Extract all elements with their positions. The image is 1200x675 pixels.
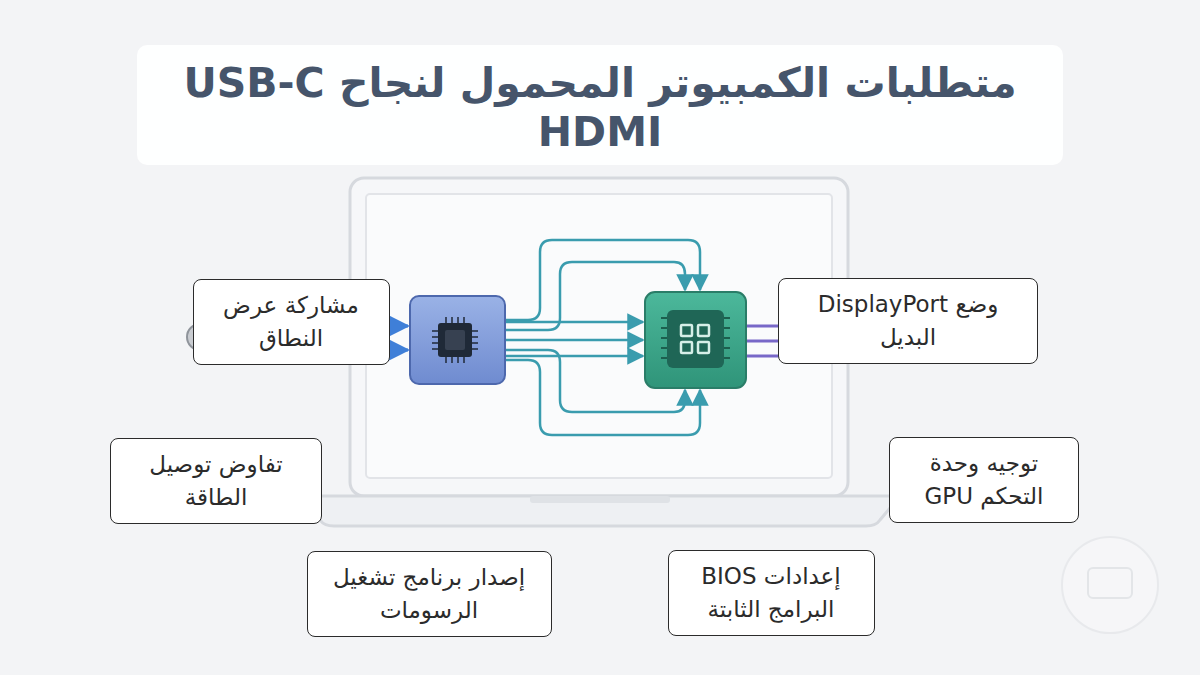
watermark [1062, 537, 1158, 633]
requirement-box: إعدادات BIOS البرامج الثابتة [668, 550, 875, 637]
laptop-lid [350, 178, 848, 496]
requirement-box: إصدار برنامج تشغيل الرسومات [307, 551, 552, 638]
gpu-controller-chip [645, 292, 746, 388]
laptop-screen [366, 194, 832, 478]
title-panel: متطلبات الكمبيوتر المحمول لنجاح USB-C HD… [137, 45, 1063, 165]
output-lines [746, 326, 780, 356]
title: متطلبات الكمبيوتر المحمول لنجاح USB-C HD… [157, 59, 1043, 157]
requirement-box: مشاركة عرض النطاق [193, 279, 390, 366]
requirement-label: إعدادات BIOS البرامج الثابتة [681, 560, 862, 627]
requirement-label: مشاركة عرض النطاق [206, 289, 377, 356]
requirement-box: توجيه وحدة التحكم GPU [889, 437, 1079, 524]
requirement-label: إصدار برنامج تشغيل الرسومات [320, 561, 539, 628]
laptop-notch [530, 496, 670, 503]
requirement-label: توجيه وحدة التحكم GPU [902, 447, 1066, 514]
requirement-box: تفاوض توصيل الطاقة [110, 438, 322, 525]
laptop-base [300, 496, 900, 526]
input-arrow [388, 325, 408, 328]
requirement-label: تفاوض توصيل الطاقة [123, 448, 309, 515]
cpu-chip [410, 296, 505, 384]
requirement-box: وضع DisplayPort البديل [778, 278, 1038, 365]
requirement-label: وضع DisplayPort البديل [791, 288, 1025, 355]
input-arrow [388, 349, 408, 352]
